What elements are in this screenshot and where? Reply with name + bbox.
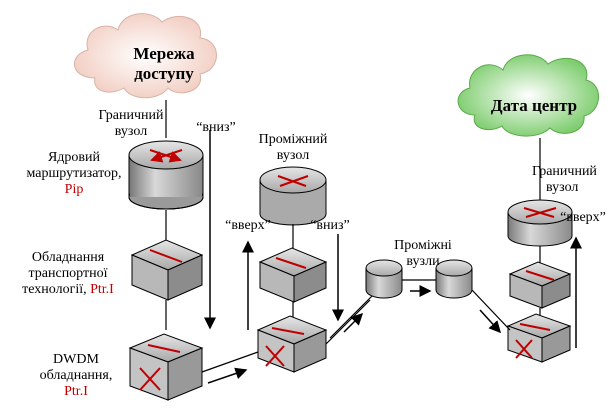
access-network-label: Мережа доступу [112, 44, 216, 84]
intermediate-node-label: Проміжний вузол [246, 132, 340, 164]
edge-node-right-line1: Граничний [532, 164, 597, 179]
up-label-middle: “вверх” [225, 218, 271, 233]
core-router-label: Ядровий маршрутизатор, Pip [20, 150, 128, 198]
intermediate-node-line2: вузол [276, 148, 310, 163]
edge-transport-right-icon [508, 261, 572, 309]
intermediate-transport-icon [258, 247, 328, 303]
transport-tag: Ptr.I [90, 282, 114, 297]
down-label-left: “вниз” [196, 120, 236, 135]
flow-arrow-2 [343, 312, 364, 333]
flow-arrow-1 [207, 367, 248, 384]
intermediate-router-icon [259, 166, 327, 226]
intermediate-nodes-line1: Проміжні [394, 238, 452, 253]
flow-arrow-4 [479, 309, 502, 334]
transport-line3: технології, [22, 282, 87, 297]
access-network-line2: доступу [134, 64, 194, 83]
intermediate-node-line1: Проміжний [258, 132, 328, 147]
transport-device-icon [130, 239, 204, 301]
data-center-cloud [457, 54, 599, 137]
access-network-cloud [73, 13, 217, 99]
core-router-icon [128, 140, 204, 210]
core-router-line1: Ядровий [47, 150, 101, 165]
data-center-label: Дата центр [490, 96, 578, 115]
edge-node-left-line2: вузол [114, 124, 148, 139]
intermediate-node-1-icon [365, 259, 403, 299]
edge-node-left-line1: Граничний [98, 108, 164, 123]
dwdm-line2: обладнання, [39, 368, 113, 383]
edge-node-left-label: Граничний вузол [86, 108, 176, 140]
intermediate-nodes-label: Проміжні вузли [378, 238, 468, 270]
edge-node-right-label: Граничний вузол [532, 164, 614, 196]
intermediate-dwdm-icon [256, 315, 328, 373]
transport-equipment-label: Обладнання транспортної технології, Ptr.… [8, 250, 128, 298]
dwdm-tag: Ptr.I [64, 384, 88, 399]
dwdm-equipment-label: DWDM обладнання, Ptr.I [30, 352, 122, 400]
up-label-right: “вверх” [560, 210, 606, 225]
dwdm-device-icon [128, 333, 204, 401]
edge-node-right-line2: вузол [546, 180, 579, 195]
edge-dwdm-right-icon [506, 313, 572, 363]
transport-line2: транспортної [28, 266, 108, 281]
edge-router-right-icon [507, 199, 573, 247]
core-router-tag: Pip [64, 182, 84, 197]
dwdm-line1: DWDM [53, 352, 99, 367]
down-label-middle: “вниз” [310, 218, 350, 233]
intermediate-nodes-line2: вузли [406, 254, 440, 269]
intermediate-node-2-icon [435, 259, 473, 299]
core-router-line2: маршрутизатор, [26, 166, 122, 181]
access-network-line1: Мережа [133, 44, 195, 63]
transport-line1: Обладнання [31, 250, 105, 265]
transport-line3-row: технології, Ptr.I [8, 282, 128, 298]
